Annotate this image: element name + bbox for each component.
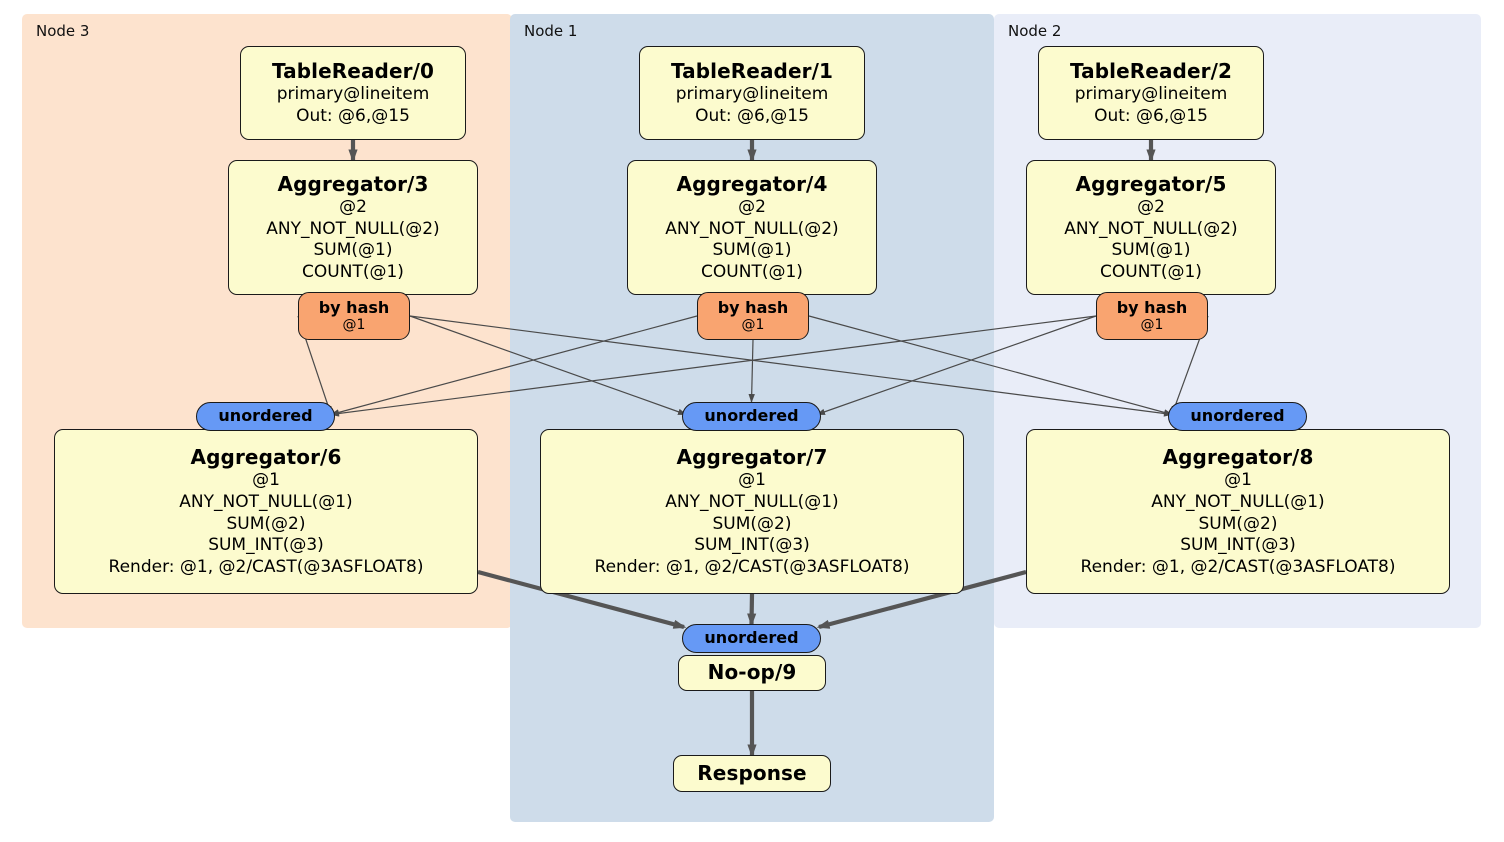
processor-detail-line: primary@lineitem [276,84,430,105]
processor-detail-line: COUNT(@1) [1100,261,1202,282]
processor-detail-line: @1 [738,470,766,491]
badge-sublabel: @1 [342,317,366,334]
processor-detail-line: Out: @6,@15 [296,105,410,126]
processor-detail-line: COUNT(@1) [701,261,803,282]
stream-badge-unord8[interactable]: unordered [1168,402,1307,431]
processor-detail-line: SUM(@1) [712,240,792,261]
processor-title: Aggregator/8 [1162,444,1314,469]
processor-detail-line: @2 [738,197,766,218]
badge-sublabel: @1 [1140,317,1164,334]
processor-detail-line: ANY_NOT_NULL(@1) [1151,491,1325,512]
node-region-label-node3: Node 3 [36,22,90,40]
stream-badge-unord6[interactable]: unordered [196,402,335,431]
badge-label: by hash [1116,297,1188,317]
processor-detail-line: Render: @1, @2/CAST(@3ASFLOAT8) [1080,556,1396,577]
processor-title: Aggregator/3 [277,171,429,196]
processor-noop9[interactable]: No-op/9 [678,655,826,691]
processor-title: TableReader/0 [271,58,435,83]
processor-detail-line: COUNT(@1) [302,261,404,282]
processor-title: TableReader/1 [670,58,834,83]
node-region-label-node2: Node 2 [1008,22,1062,40]
processor-detail-line: @1 [1224,470,1252,491]
processor-detail-line: SUM(@1) [1111,240,1191,261]
node-region-label-node1: Node 1 [524,22,578,40]
processor-detail-line: SUM_INT(@3) [208,535,324,556]
processor-title: Aggregator/4 [676,171,828,196]
processor-detail-line: Out: @6,@15 [1094,105,1208,126]
badge-label: unordered [704,628,799,648]
processor-detail-line: ANY_NOT_NULL(@1) [665,491,839,512]
processor-detail-line: SUM(@2) [226,513,306,534]
processor-detail-line: Out: @6,@15 [695,105,809,126]
processor-title: Aggregator/6 [190,444,342,469]
processor-title: No-op/9 [707,660,797,685]
badge-label: by hash [318,297,390,317]
badge-label: unordered [1190,406,1285,426]
processor-detail-line: ANY_NOT_NULL(@2) [266,218,440,239]
processor-detail-line: SUM(@1) [313,240,393,261]
processor-detail-line: ANY_NOT_NULL(@1) [179,491,353,512]
processor-title: TableReader/2 [1069,58,1233,83]
badge-sublabel: @1 [741,317,765,334]
processor-title: Response [697,760,807,785]
badge-label: unordered [218,406,313,426]
processor-title: Aggregator/7 [676,444,828,469]
processor-title: Aggregator/5 [1075,171,1227,196]
hash-router-badge-hash3[interactable]: by hash@1 [298,292,410,340]
processor-detail-line: ANY_NOT_NULL(@2) [1064,218,1238,239]
processor-detail-line: SUM(@2) [712,513,792,534]
processor-detail-line: Render: @1, @2/CAST(@3ASFLOAT8) [594,556,910,577]
badge-label: unordered [704,406,799,426]
processor-response[interactable]: Response [673,755,831,792]
badge-label: by hash [717,297,789,317]
stream-badge-unord9[interactable]: unordered [682,624,821,653]
processor-detail-line: SUM_INT(@3) [1180,535,1296,556]
processor-detail-line: SUM_INT(@3) [694,535,810,556]
hash-router-badge-hash5[interactable]: by hash@1 [1096,292,1208,340]
processor-detail-line: SUM(@2) [1198,513,1278,534]
stream-badge-unord7[interactable]: unordered [682,402,821,431]
processor-detail-line: ANY_NOT_NULL(@2) [665,218,839,239]
processor-detail-line: primary@lineitem [1074,84,1228,105]
processor-detail-line: primary@lineitem [675,84,829,105]
processor-detail-line: @1 [252,470,280,491]
hash-router-badge-hash4[interactable]: by hash@1 [697,292,809,340]
processor-detail-line: Render: @1, @2/CAST(@3ASFLOAT8) [108,556,424,577]
processor-detail-line: @2 [1137,197,1165,218]
processor-detail-line: @2 [339,197,367,218]
